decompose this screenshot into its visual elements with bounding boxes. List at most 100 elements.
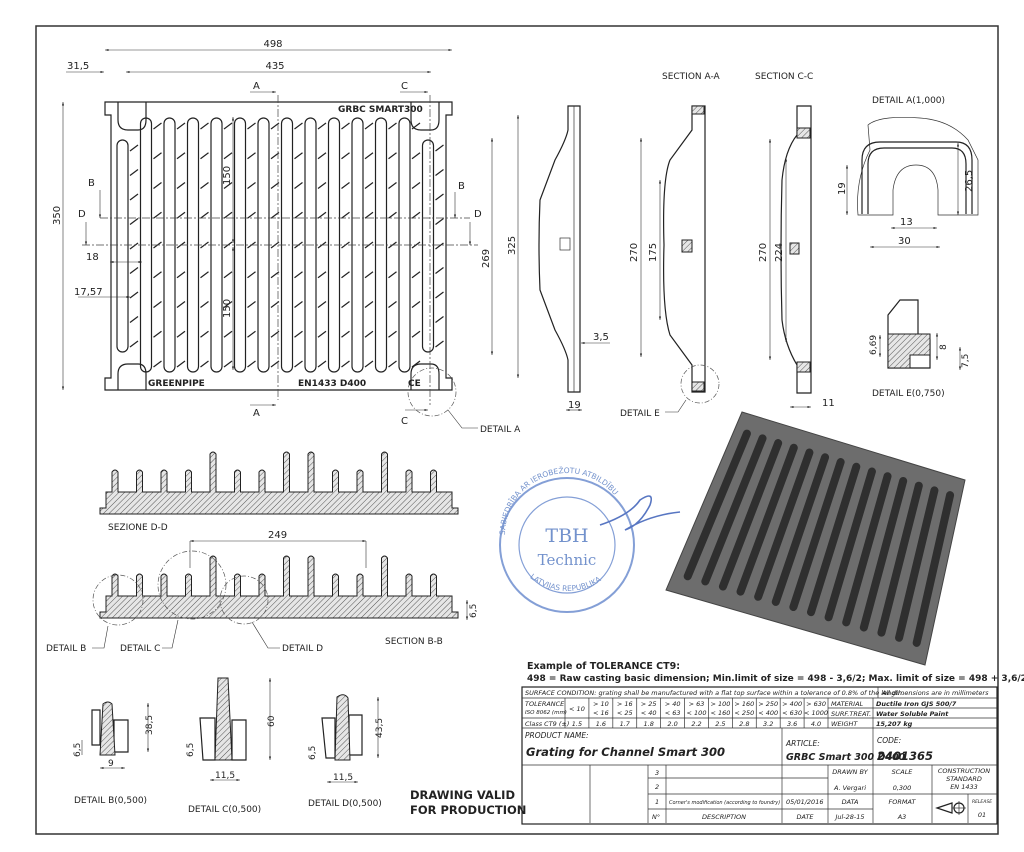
grating-rib xyxy=(317,271,327,279)
grating-rib xyxy=(129,340,139,348)
grating-rib xyxy=(200,182,209,189)
tolerance-range: > 400 xyxy=(782,700,802,708)
grating-rib xyxy=(176,211,186,219)
revision-date: 05/01/2016 xyxy=(786,798,823,806)
detail-e-circle xyxy=(680,364,720,404)
revision-description: Corner's modification (according to foun… xyxy=(669,800,780,806)
grating-rib xyxy=(153,182,162,189)
tolerance-range: < 100 xyxy=(687,709,707,717)
detail-e: 6,69 8 7,5 DETAIL E(0,750) xyxy=(869,299,971,399)
grating-rib xyxy=(247,152,256,160)
detail-d-callout: DETAIL D xyxy=(282,644,323,654)
grating-rib xyxy=(341,271,350,279)
grating-rib xyxy=(153,271,162,279)
dim-detail-a-26-5: 26,5 xyxy=(964,170,975,192)
section-c-c: SECTION C-C 270 224 11 xyxy=(755,72,835,409)
grating-rib xyxy=(153,301,162,308)
revision-number: 3 xyxy=(655,769,659,777)
grating-rib xyxy=(411,271,421,279)
grating-rib xyxy=(247,330,256,338)
grating-rib xyxy=(294,271,303,279)
projection-symbol-icon xyxy=(935,801,966,815)
detail-b-callout: DETAIL B xyxy=(46,644,86,654)
cut-label-d: D xyxy=(474,209,482,220)
tolerance-example: 498 = Raw casting basic dimension; Min.l… xyxy=(527,674,1024,684)
grating-rib xyxy=(364,301,374,308)
tolerance-range: > 100 xyxy=(710,700,730,708)
grating-rib xyxy=(247,360,256,368)
grating-rib xyxy=(176,152,186,160)
grating-rib xyxy=(317,122,327,130)
detail-a-callout: DETAIL A xyxy=(480,425,521,435)
grating-rib xyxy=(223,360,233,368)
article-value: GRBC Smart 300 D400 xyxy=(786,752,906,763)
grating-rib xyxy=(364,152,374,160)
product-name-label: PRODUCT NAME: xyxy=(525,731,589,740)
grating-rib xyxy=(153,122,162,130)
grating-rib xyxy=(153,330,162,338)
grating-rib xyxy=(223,152,233,160)
dim-detail-b-thickness: 6,5 xyxy=(73,743,83,757)
code-value: 2401365 xyxy=(877,749,933,763)
surface-treatment-value: Water Soluble Paint xyxy=(876,710,949,718)
grating-outline xyxy=(104,101,453,391)
grating-rib xyxy=(129,218,139,225)
dim-bb-6-5: 6,5 xyxy=(469,604,479,618)
class-ct9-value: 1.7 xyxy=(620,720,631,728)
dim-detail-d-height: 43,5 xyxy=(375,718,385,738)
grating-rib xyxy=(247,271,256,279)
dim-325: 325 xyxy=(507,236,518,255)
surface-treatment-label: SURF.TREAT. xyxy=(831,710,871,718)
dim-aa-175: 175 xyxy=(648,243,659,262)
class-ct9-value: 1.6 xyxy=(596,720,606,728)
grating-rib xyxy=(200,271,209,279)
grating-rib xyxy=(200,360,209,368)
company-stamp: SABIEDRĪBA AR IEROBEŽOTU ATBILDĪBU LATVI… xyxy=(498,466,681,613)
grating-rib xyxy=(364,330,374,338)
data-value: Jul-28-15 xyxy=(833,813,864,821)
grating-rib xyxy=(364,122,374,130)
grating-rib xyxy=(153,211,162,219)
article-label: ARTICLE: xyxy=(785,739,820,748)
units-note: All dimensions are in millimeters xyxy=(881,689,989,697)
dim-1757: 17,57 xyxy=(74,287,103,298)
cut-label-b: B xyxy=(458,181,465,192)
material-label: MATERIAL xyxy=(831,700,864,708)
grating-rib xyxy=(435,193,444,201)
detail-c: 60 6,5 11,5 DETAIL C(0,500) xyxy=(186,677,277,815)
grating-rib xyxy=(200,330,209,338)
detail-a-circle xyxy=(407,367,457,417)
detail-e-title: DETAIL E(0,750) xyxy=(872,389,945,399)
grating-rib xyxy=(388,211,397,219)
class-ct9-value: 3.2 xyxy=(763,720,773,728)
grating-rib xyxy=(388,271,397,279)
dim-width: 498 xyxy=(263,39,282,50)
scale-label: SCALE xyxy=(892,768,914,776)
detail-a-title: DETAIL A(1,000) xyxy=(872,96,945,106)
grating-rib xyxy=(270,271,280,279)
rev-header-description: DESCRIPTION xyxy=(702,813,746,821)
tolerance-range: < 25 xyxy=(617,709,633,717)
dim-249: 249 xyxy=(268,530,287,541)
dim-detail-d-width: 11,5 xyxy=(333,773,353,783)
corner-notch xyxy=(117,363,147,390)
construction-standard-label: CONSTRUCTION xyxy=(938,767,990,775)
grating-rib xyxy=(341,360,350,368)
grating-rib xyxy=(294,330,303,338)
dim-half-bottom: 150 xyxy=(222,299,233,318)
plan-view: 498 435 31,5 350 150 150 269 325 18 17,5… xyxy=(52,39,521,435)
dim-cc-11: 11 xyxy=(822,398,835,409)
drawn-by-label: DRAWN BY xyxy=(832,768,869,776)
grating-rib xyxy=(317,211,327,219)
dim-offset: 31,5 xyxy=(67,61,89,72)
grating-rib xyxy=(341,301,350,308)
sheet-frame xyxy=(35,25,999,835)
grating-rib xyxy=(129,169,139,176)
corner-notch xyxy=(410,363,440,390)
class-ct9-value: 2.5 xyxy=(715,720,725,728)
dim-detail-a-19: 19 xyxy=(837,182,848,195)
grating-rib xyxy=(294,360,303,368)
rev-header-date: DATE xyxy=(796,813,814,821)
detail-e-callout: DETAIL E xyxy=(620,409,660,419)
